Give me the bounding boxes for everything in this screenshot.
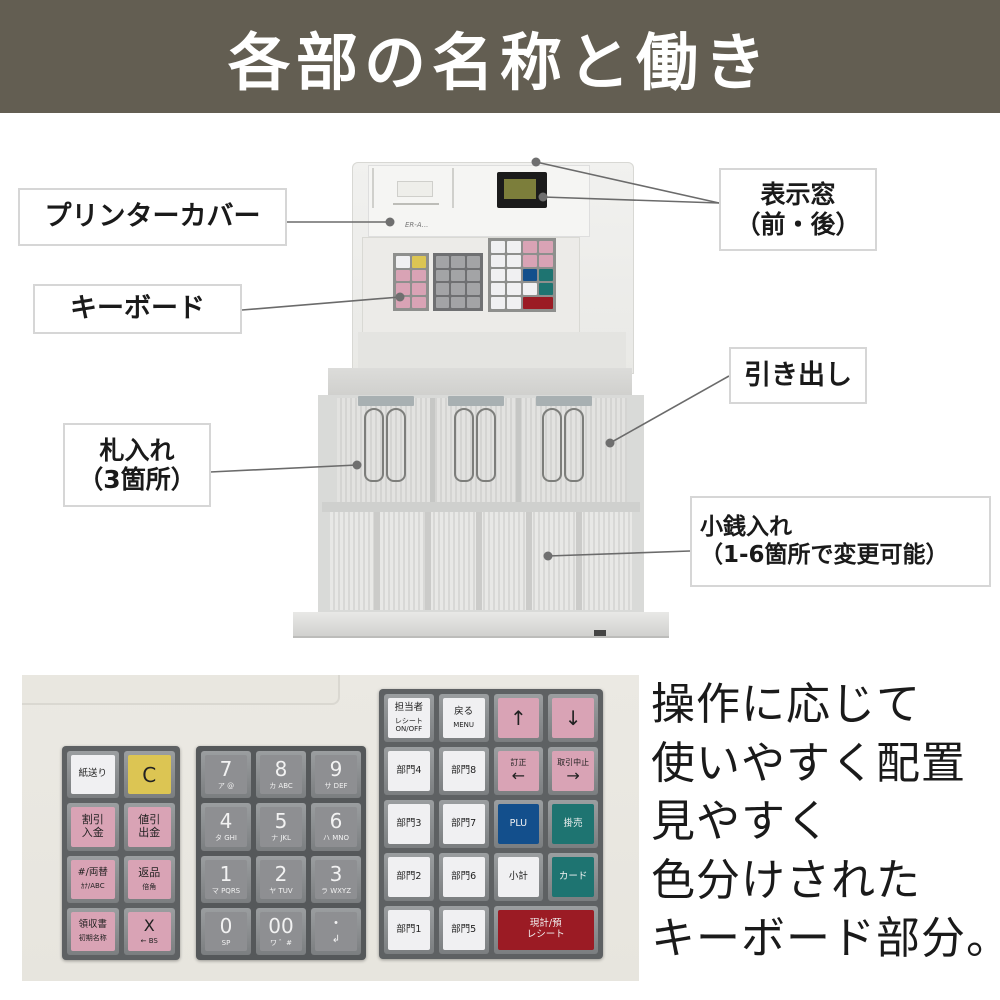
- callout-text: 表示窓: [760, 180, 836, 209]
- keyboard-description: 操作に応じて 使いやすく配置 見やすく 色分けされた キーボード部分。: [651, 676, 1000, 969]
- arrow-down-icon: ↓: [564, 706, 582, 730]
- callout-keyboard: キーボード: [33, 284, 242, 334]
- drawer-front-lip: [293, 612, 669, 638]
- key-refund[interactable]: 返品倍角: [123, 855, 175, 903]
- callout-display-window: 表示窓 （前・後）: [719, 168, 877, 251]
- description-line: 使いやすく配置: [651, 737, 966, 789]
- display-lcd: [504, 179, 536, 199]
- key-discount-deposit[interactable]: 割引入金: [67, 803, 119, 851]
- callout-printer-cover: プリンターカバー: [18, 188, 287, 246]
- callout-coin-tray: 小銭入れ （1-6箇所で変更可能）: [690, 496, 991, 587]
- arrow-up-icon: ↑: [509, 706, 527, 730]
- bill-clip: [536, 396, 592, 488]
- paper-tear-bar: [393, 203, 439, 205]
- callout-text: キーボード: [70, 293, 205, 325]
- key-dept-2[interactable]: 部門2: [384, 853, 434, 901]
- key-exchange[interactable]: #/両替ｶﾅ/ABC: [67, 855, 119, 903]
- description-line: 見やすく: [651, 796, 831, 847]
- coin-tray-wall: [322, 502, 640, 512]
- key-multiply[interactable]: X← BS: [123, 907, 175, 955]
- coin-divider: [576, 512, 582, 610]
- key-card[interactable]: カード: [548, 853, 598, 901]
- header-banner: 各部の名称と働き: [0, 0, 1000, 113]
- key-dept-6[interactable]: 部門6: [438, 853, 489, 901]
- left-function-keypad: 紙送り C 割引入金 値引出金 #/両替ｶﾅ/ABC 返品倍角 領収書初期名称 …: [62, 746, 180, 960]
- key-dept-4[interactable]: 部門4: [384, 747, 434, 795]
- printer-recess-edge: [22, 675, 340, 705]
- receipt-window: [397, 181, 433, 197]
- callout-text: 引き出し: [744, 359, 852, 391]
- key-credit-sale[interactable]: 掛売: [548, 800, 598, 848]
- drawer-lock: [594, 630, 606, 636]
- coin-divider: [374, 512, 380, 610]
- key-paper-feed[interactable]: 紙送り: [67, 751, 119, 799]
- key-dept-3[interactable]: 部門3: [384, 800, 434, 848]
- drawer-housing-front: [328, 368, 632, 398]
- printer-cover: [372, 168, 454, 208]
- description-line: キーボード部分。: [651, 913, 1000, 964]
- key-cancel-transaction[interactable]: 取引中止→: [548, 747, 598, 795]
- callout-text: （1-6箇所で変更可能）: [700, 541, 949, 568]
- key-cash-total[interactable]: 現計/預レシート: [493, 906, 598, 954]
- key-correct[interactable]: 訂正←: [493, 747, 544, 795]
- bill-clip: [358, 396, 414, 488]
- bill-clip: [448, 396, 504, 488]
- page-title: 各部の名称と働き: [227, 25, 772, 99]
- register-base: [358, 332, 626, 372]
- key-dept-8[interactable]: 部門8: [438, 747, 489, 795]
- arrow-left-icon: ←: [511, 765, 526, 785]
- coin-divider: [425, 512, 431, 610]
- key-subtotal[interactable]: 小計: [493, 853, 544, 901]
- description-line: 操作に応じて: [651, 679, 921, 730]
- keyboard-closeup-photo: 紙送り C 割引入金 値引出金 #/両替ｶﾅ/ABC 返品倍角 領収書初期名称 …: [22, 675, 639, 981]
- callout-bill-tray: 札入れ （3箇所）: [63, 423, 211, 507]
- callout-text: （3箇所）: [78, 465, 196, 494]
- bill-divider: [516, 398, 521, 502]
- key-dept-7[interactable]: 部門7: [438, 800, 489, 848]
- arrow-right-icon: →: [566, 765, 580, 785]
- key-clear[interactable]: C: [123, 751, 175, 799]
- key-down-arrow[interactable]: ↓: [548, 694, 598, 742]
- model-label: ER-A...: [405, 221, 429, 229]
- key-decimal[interactable]: ・↲: [311, 907, 361, 955]
- key-up-arrow[interactable]: ↑: [493, 694, 544, 742]
- callout-text: 札入れ: [99, 435, 175, 465]
- description-line: 色分けされた: [651, 854, 921, 906]
- key-clerk[interactable]: 担当者レシート ON/OFF: [384, 694, 434, 742]
- key-plu[interactable]: PLU: [493, 800, 544, 848]
- coin-divider: [476, 512, 482, 610]
- callout-text: （前・後）: [735, 209, 861, 239]
- mini-function-keypad: [488, 238, 556, 312]
- key-markdown-payout[interactable]: 値引出金: [123, 803, 175, 851]
- key-receipt[interactable]: 領収書初期名称: [67, 907, 119, 955]
- callout-text: 小銭入れ: [700, 514, 792, 541]
- key-dept-1[interactable]: 部門1: [384, 906, 434, 954]
- mini-numeric-keypad: [433, 253, 483, 311]
- callout-text: プリンターカバー: [44, 201, 261, 233]
- bill-divider: [430, 398, 435, 502]
- mini-left-keypad: [393, 253, 429, 311]
- coin-divider: [526, 512, 532, 610]
- key-dept-5[interactable]: 部門5: [438, 906, 489, 954]
- callout-drawer: 引き出し: [729, 347, 867, 404]
